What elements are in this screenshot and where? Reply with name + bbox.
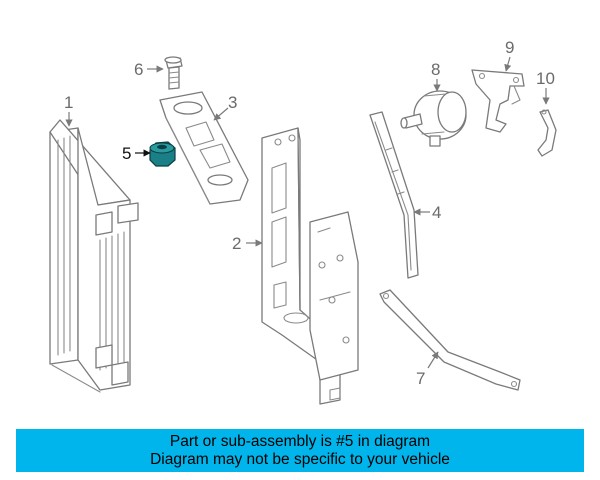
callout-3: 3: [228, 93, 237, 112]
callout-10: 10: [536, 69, 555, 88]
callout-5: 5: [122, 144, 131, 163]
callout-4: 4: [432, 203, 441, 222]
part-3-upper-bracket: [159, 91, 249, 205]
callout-7: 7: [416, 369, 425, 388]
part-6-bolt: [164, 56, 183, 90]
part-5-nut: [149, 141, 176, 167]
callout-1: 1: [64, 93, 73, 112]
part-7-strap: [379, 289, 521, 391]
callout-2: 2: [232, 234, 241, 253]
parts-diagram: 1 2 3 4 5 6 7 8 9 10: [49, 38, 557, 405]
part-2-mounting-bracket: [261, 127, 359, 405]
info-banner: Part or sub-assembly is #5 in diagram Di…: [16, 429, 584, 472]
callout-labels: 1 2 3 4 5 6 7 8 9 10: [64, 38, 555, 388]
part-10-clamp: [537, 109, 557, 157]
part-9-pump-bracket: [471, 69, 525, 133]
leader-lines: [65, 56, 550, 369]
part-4-seal: [369, 111, 419, 279]
banner-line-disclaimer: Diagram may not be specific to your vehi…: [150, 450, 450, 468]
callout-8: 8: [431, 60, 440, 79]
part-8-pump: [400, 90, 467, 147]
banner-line-part: Part or sub-assembly is #5 in diagram: [169, 432, 431, 450]
part-1-radiator: [49, 119, 139, 393]
callout-6: 6: [134, 60, 143, 79]
callout-9: 9: [505, 38, 514, 57]
